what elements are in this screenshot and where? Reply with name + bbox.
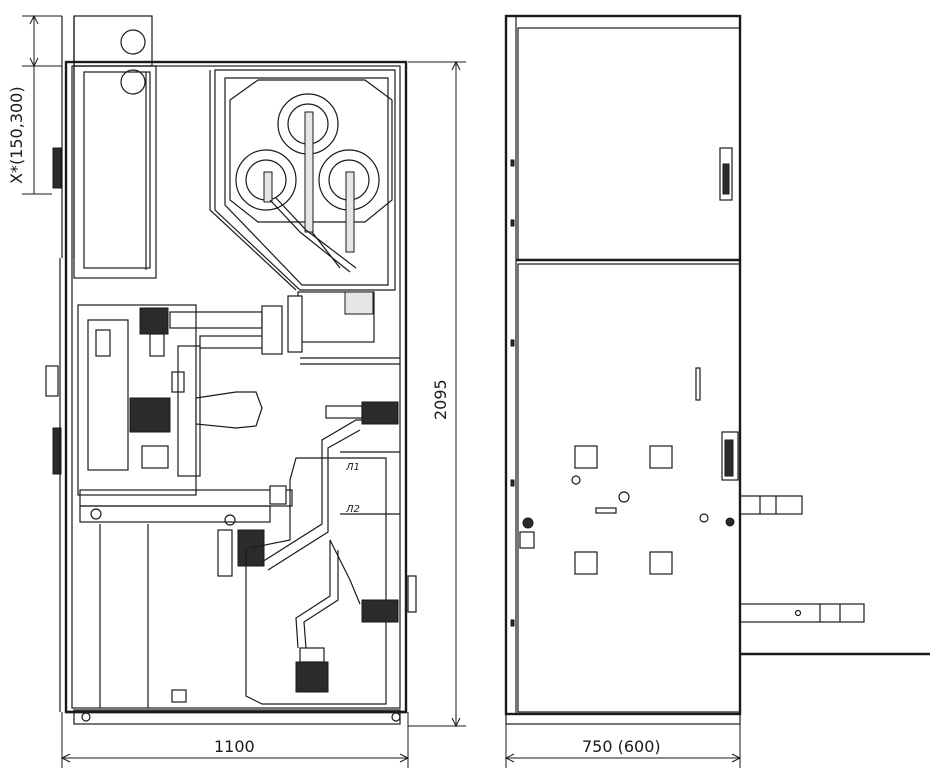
- label-l1: Л1: [345, 462, 360, 473]
- top-box: [73, 15, 153, 67]
- breaker-pole: [195, 391, 263, 429]
- side-cabinet-outline: [504, 14, 742, 716]
- dim-front-width: 1100: [214, 737, 255, 756]
- upper-door: [517, 27, 741, 261]
- cross-section-view: Л1 Л2: [45, 15, 417, 725]
- busbar-compartment: [214, 69, 396, 291]
- side-elevation-view: [504, 14, 930, 725]
- dim-top-height: X*(150,300): [7, 86, 26, 184]
- label-l2: Л2: [345, 504, 360, 515]
- window-top-left: [574, 445, 598, 469]
- cable-terminal: [295, 661, 329, 693]
- bushing-l1: [361, 401, 399, 425]
- rail-lower: [739, 603, 865, 623]
- dimension-lines: X*(150,300) 2095 1100 750 (600): [7, 14, 742, 768]
- cable-compartment: [245, 457, 387, 705]
- bushing-lower: [361, 599, 399, 623]
- cabinet-outline: [64, 60, 408, 714]
- rail-upper: [739, 495, 803, 515]
- lower-door: [517, 263, 741, 713]
- window-bottom-right: [649, 551, 673, 575]
- dim-total-height: 2095: [431, 379, 450, 420]
- dim-side-width: 750 (600): [582, 737, 661, 756]
- window-top-right: [649, 445, 673, 469]
- window-bottom-left: [574, 551, 598, 575]
- breaker-truck: [79, 489, 293, 507]
